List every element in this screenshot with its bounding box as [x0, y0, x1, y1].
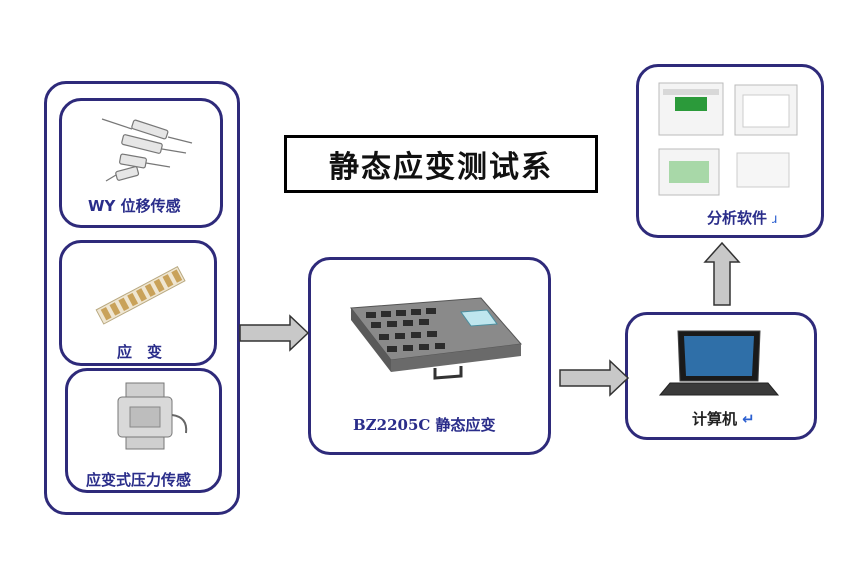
laptop-image	[658, 330, 780, 396]
computer-return-mark: ↵	[742, 410, 755, 428]
computer-label: 计算机	[692, 410, 738, 428]
displacement-sensor-box: WY 位移传感	[59, 98, 223, 228]
strain-gauge-label: 应 变	[117, 343, 163, 361]
instrument-image	[350, 297, 522, 380]
instrument-box: BZ2205C 静态应变	[308, 257, 551, 455]
strain-gauge-image	[95, 266, 186, 325]
computer-label-row: 计算机 ↵	[692, 408, 755, 429]
arrow-computer-to-software	[703, 241, 741, 306]
pressure-sensor-image	[117, 382, 188, 450]
software-label-row: 分析软件 ɹ	[707, 207, 778, 228]
pressure-sensor-box: 应变式压力传感	[65, 368, 222, 493]
software-label: 分析软件	[707, 209, 768, 227]
displacement-sensor-label: WY 位移传感	[88, 197, 181, 215]
pressure-sensor-label: 应变式压力传感	[86, 471, 192, 489]
diagram-title: 静态应变测试系	[284, 135, 598, 193]
displacement-sensor-image	[101, 118, 193, 182]
arrow-instrument-to-computer	[559, 359, 630, 397]
computer-box: 计算机 ↵	[625, 312, 817, 440]
arrow-sensors-to-instrument	[239, 314, 310, 352]
instrument-label: BZ2205C 静态应变	[353, 416, 496, 434]
strain-gauge-box: 应 变	[59, 240, 217, 366]
software-screenshots	[658, 82, 798, 196]
software-mark: ɹ	[772, 212, 778, 227]
software-box: 分析软件 ɹ	[636, 64, 824, 238]
